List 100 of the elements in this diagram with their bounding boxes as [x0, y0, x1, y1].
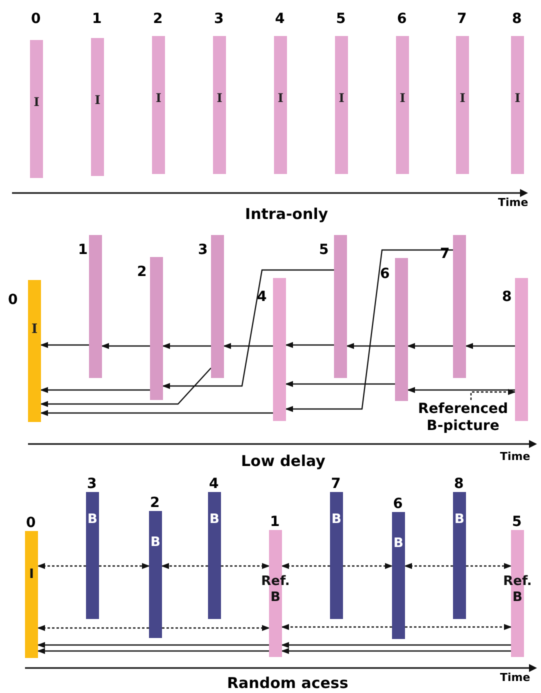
arrow — [285, 381, 395, 387]
arrow — [346, 343, 395, 349]
frame-type-label: I — [514, 90, 522, 106]
arrow — [40, 410, 273, 416]
panel-title: Intra-only — [245, 205, 328, 223]
picture-bar — [150, 257, 163, 400]
frame-number: 7 — [331, 476, 341, 492]
frame-type-label: Ref. B — [260, 574, 291, 606]
arrow — [37, 648, 269, 654]
arrow — [281, 648, 511, 654]
picture-bar — [330, 492, 343, 619]
frame-number: 2 — [150, 495, 160, 511]
frame-type-label: I — [32, 94, 40, 110]
arrow — [405, 624, 512, 630]
frame-type-label: B — [208, 512, 220, 528]
frame-type-label: B — [150, 535, 162, 551]
arrow — [407, 343, 453, 349]
frame-number: 0 — [31, 11, 41, 27]
frame-number: 1 — [92, 11, 102, 27]
picture-bar — [152, 36, 165, 174]
frame-type-label: I — [28, 567, 35, 583]
picture-bar — [392, 512, 405, 639]
frame-number: 3 — [198, 242, 208, 258]
frame-number: 5 — [512, 514, 522, 530]
arrow — [223, 343, 273, 349]
arrow — [40, 387, 150, 393]
picture-bar — [25, 531, 38, 658]
frame-type-label: I — [338, 90, 346, 106]
picture-bar — [91, 38, 104, 176]
picture-bar — [30, 40, 43, 178]
arrow — [466, 563, 512, 569]
arrow — [221, 563, 270, 569]
axis-label: Time — [498, 196, 528, 209]
frame-number: 4 — [275, 11, 285, 27]
frame-number: 6 — [380, 266, 390, 282]
axis-label: Time — [500, 671, 530, 684]
arrow — [407, 387, 515, 393]
frame-type-label: I — [458, 90, 466, 106]
frame-number: 0 — [26, 515, 36, 531]
arrow — [40, 342, 89, 348]
arrow — [162, 343, 211, 349]
arrow — [281, 563, 330, 569]
callout-label: Referenced B-picture — [408, 401, 518, 435]
arrow — [162, 625, 270, 631]
picture-bar — [334, 235, 347, 378]
picture-bar — [511, 36, 524, 174]
arrow — [281, 642, 511, 648]
arrow — [161, 563, 208, 569]
picture-bar — [86, 492, 99, 619]
frame-number: 3 — [214, 11, 224, 27]
panel-title: Random acess — [227, 674, 348, 692]
frame-type-label: B — [454, 512, 466, 528]
frame-number: 7 — [440, 246, 450, 262]
frame-number: 8 — [502, 289, 512, 305]
picture-bar — [453, 492, 466, 619]
frame-type-label: B — [330, 512, 342, 528]
frame-number: 2 — [153, 11, 163, 27]
picture-bar — [456, 36, 469, 174]
frame-number: 5 — [319, 242, 329, 258]
panel-title: Low delay — [241, 452, 326, 470]
frame-number: 8 — [454, 476, 464, 492]
picture-bar — [335, 36, 348, 174]
frame-type-label: I — [30, 322, 39, 338]
arrow — [162, 269, 334, 389]
frame-number: 4 — [257, 289, 267, 305]
frame-number: 1 — [270, 514, 280, 530]
frame-number: 0 — [8, 292, 18, 308]
arrow — [37, 642, 269, 648]
frame-number: 2 — [137, 264, 147, 280]
frame-number: 8 — [512, 11, 522, 27]
picture-bar — [208, 492, 221, 619]
arrow — [285, 249, 453, 412]
picture-bar — [515, 278, 528, 421]
frame-type-label: I — [154, 90, 162, 106]
frame-type-label: I — [398, 90, 406, 106]
picture-bar — [28, 280, 41, 422]
frame-number: 5 — [336, 11, 346, 27]
frame-number: 3 — [87, 476, 97, 492]
frame-type-label: B — [392, 536, 404, 552]
frame-number: 6 — [393, 496, 403, 512]
picture-bar — [211, 235, 224, 378]
frame-type-label: I — [276, 90, 284, 106]
arrow — [281, 624, 392, 630]
frame-type-label: I — [94, 92, 102, 108]
arrow — [37, 625, 149, 631]
arrow — [101, 343, 150, 349]
picture-bar — [274, 36, 287, 174]
picture-bar — [396, 36, 409, 174]
frame-type-label: B — [86, 512, 98, 528]
frame-number: 6 — [397, 11, 407, 27]
picture-bar — [89, 235, 102, 378]
frame-number: 7 — [457, 11, 467, 27]
picture-bar — [273, 278, 286, 421]
arrow — [465, 343, 515, 349]
arrow — [343, 563, 393, 569]
arrow — [285, 342, 334, 348]
arrow — [404, 563, 453, 569]
picture-bar — [213, 36, 226, 174]
picture-bar — [149, 511, 162, 638]
frame-number: 1 — [78, 242, 88, 258]
